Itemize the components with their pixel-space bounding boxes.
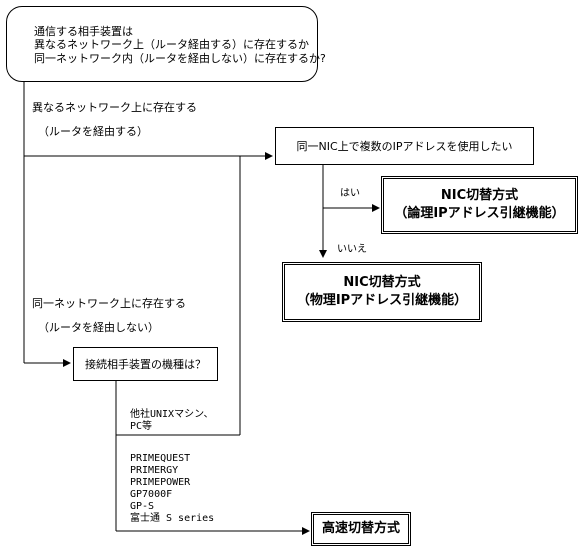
result-logical-line-2: （論理IPアドレス引継機能） bbox=[394, 206, 565, 221]
fujitsu-model-2: PRIMERGY bbox=[130, 465, 179, 476]
start-question-box: 通信する相手装置は 異なるネットワーク上（ルータ経由する）に存在するか 同一ネッ… bbox=[6, 6, 326, 82]
start-line-2: 異なるネットワーク上（ルータ経由する）に存在するか bbox=[34, 38, 309, 51]
fujitsu-model-4: GP7000F bbox=[130, 489, 173, 500]
nic-question-box: 同一NIC上で複数のIPアドレスを使用したい bbox=[275, 127, 534, 165]
other-vendor-line-2: PC等 bbox=[130, 421, 153, 432]
result-physical-line-2: （物理IPアドレス引継機能） bbox=[296, 293, 468, 308]
result-logical-line-1: NIC切替方式 bbox=[440, 188, 519, 203]
result-fast-text: 高速切替方式 bbox=[321, 521, 400, 536]
no-label: いいえ bbox=[337, 244, 367, 255]
fujitsu-model-5: GP-S bbox=[130, 501, 155, 512]
branch-same-line-2: （ルータを経由しない） bbox=[38, 321, 159, 334]
model-question-text: 接続相手装置の機種は？ bbox=[85, 357, 206, 371]
result-physical-box: NIC切替方式 （物理IPアドレス引継機能） bbox=[282, 262, 482, 322]
fujitsu-model-3: PRIMEPOWER bbox=[130, 477, 191, 488]
nic-question-text: 同一NIC上で複数のIPアドレスを使用したい bbox=[296, 139, 513, 153]
other-vendor-line-1: 他社UNIXマシン、 bbox=[130, 409, 214, 420]
branch-same-line-1: 同一ネットワーク上に存在する bbox=[32, 297, 186, 310]
model-question-box: 接続相手装置の機種は？ bbox=[73, 347, 218, 381]
result-physical-line-1: NIC切替方式 bbox=[343, 275, 421, 290]
start-line-3: 同一ネットワーク内（ルータを経由しない）に存在するか? bbox=[34, 52, 326, 65]
yes-label: はい bbox=[340, 188, 360, 199]
fujitsu-model-1: PRIMEQUEST bbox=[130, 453, 191, 464]
result-logical-box: NIC切替方式 （論理IPアドレス引継機能） bbox=[381, 176, 578, 234]
branch-different-line-1: 異なるネットワーク上に存在する bbox=[32, 101, 197, 114]
start-line-1: 通信する相手装置は bbox=[34, 25, 133, 38]
branch-different-line-2: （ルータを経由する） bbox=[38, 125, 148, 138]
fujitsu-model-6: 富士通 S series bbox=[130, 513, 215, 524]
result-fast-box: 高速切替方式 bbox=[311, 512, 411, 546]
